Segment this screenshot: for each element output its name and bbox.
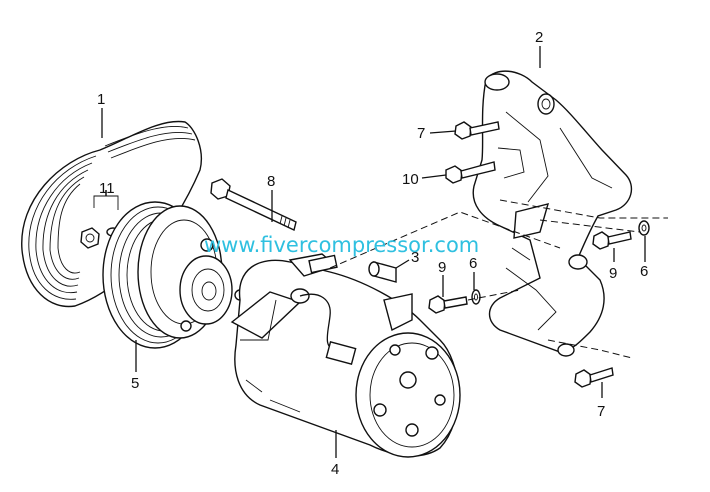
bolt-9-right xyxy=(592,231,632,250)
nut-and-washer xyxy=(80,190,120,249)
callout-6-left: 6 xyxy=(469,255,477,272)
callout-9-left: 9 xyxy=(438,259,446,276)
assembly-lines xyxy=(329,199,668,359)
callout-4: 4 xyxy=(331,461,339,478)
callout-1: 1 xyxy=(97,91,105,108)
clutch-pulley xyxy=(102,201,246,349)
watermark-text: www.fivercompressor.com xyxy=(204,233,479,257)
bushing xyxy=(368,261,397,283)
bolt-9-left xyxy=(428,295,468,314)
leader-lines xyxy=(101,46,646,458)
bolt-7-top xyxy=(454,121,500,140)
mounting-bracket xyxy=(472,70,633,357)
callout-labels: 1 2 3 4 5 6 6 7 7 8 9 9 10 11 xyxy=(97,29,648,478)
drive-belt xyxy=(21,120,202,308)
callout-8: 8 xyxy=(267,173,275,190)
washer-6-left xyxy=(471,289,481,305)
long-bolt xyxy=(210,178,297,231)
compressor xyxy=(230,253,461,458)
callout-11: 11 xyxy=(99,180,115,197)
washer-6-right xyxy=(638,220,650,236)
callout-9-right: 9 xyxy=(609,265,617,282)
bolt-10 xyxy=(445,161,496,184)
callout-3: 3 xyxy=(411,249,419,266)
callout-6-right: 6 xyxy=(640,263,648,280)
callout-2: 2 xyxy=(535,29,543,46)
bolt-7-bottom xyxy=(574,367,614,388)
callout-7-bottom: 7 xyxy=(597,403,605,420)
callout-5: 5 xyxy=(131,375,139,392)
callout-10: 10 xyxy=(402,171,419,188)
callout-7-top: 7 xyxy=(417,125,425,142)
